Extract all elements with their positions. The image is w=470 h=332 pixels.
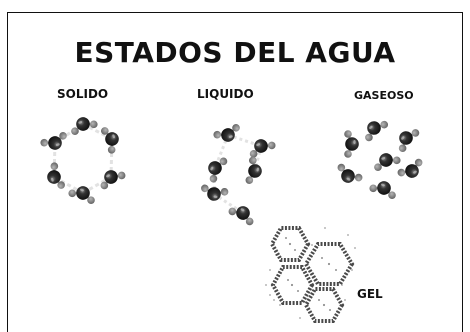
water-molecule xyxy=(201,151,230,185)
water-molecule xyxy=(331,161,365,190)
water-molecule xyxy=(369,147,403,174)
water-molecule xyxy=(211,121,245,148)
water-molecule xyxy=(343,129,360,159)
water-molecule xyxy=(38,129,72,156)
solid-state-label: SOLIDO xyxy=(57,87,109,101)
gas-molecules xyxy=(331,112,429,202)
water-molecule xyxy=(367,175,401,202)
gel-state-label: GEL xyxy=(357,287,383,301)
water-molecule xyxy=(390,122,422,155)
water-molecule xyxy=(244,133,278,160)
gas-state-label: GASEOSO xyxy=(354,89,414,102)
diagram-frame xyxy=(7,12,463,332)
solid-molecules xyxy=(38,111,128,207)
water-molecule xyxy=(41,160,68,194)
water-molecule xyxy=(66,111,100,138)
gel-clusters xyxy=(265,226,356,323)
liquid-state-label: LIQUIDO xyxy=(197,87,254,101)
water-molecule xyxy=(98,122,125,156)
water-molecule xyxy=(66,180,100,207)
water-molecule xyxy=(243,155,266,187)
diagram-title: ESTADOS DEL AGUA xyxy=(74,36,396,69)
water-molecule xyxy=(395,156,429,185)
liquid-molecules xyxy=(198,121,278,228)
water-molecule xyxy=(358,112,391,144)
